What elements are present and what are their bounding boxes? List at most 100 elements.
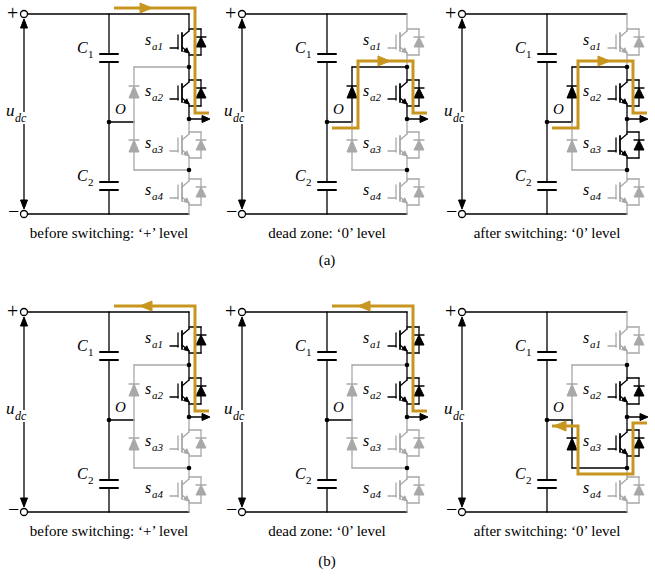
wire bbox=[189, 204, 201, 205]
wire bbox=[620, 150, 627, 156]
wire bbox=[399, 481, 401, 499]
wire bbox=[189, 502, 201, 503]
diode-symbol bbox=[634, 88, 644, 98]
wire bbox=[28, 13, 190, 14]
wire bbox=[608, 345, 616, 346]
wire bbox=[407, 502, 419, 503]
voltage-subscript: dc bbox=[233, 410, 244, 422]
switch-subscript: a1 bbox=[370, 339, 381, 350]
wire bbox=[177, 138, 178, 152]
wire bbox=[571, 420, 572, 438]
wire bbox=[627, 157, 639, 158]
wire bbox=[608, 495, 616, 496]
wire bbox=[200, 150, 201, 158]
wire bbox=[400, 432, 407, 438]
wire bbox=[418, 396, 419, 404]
wire bbox=[414, 437, 424, 438]
wire bbox=[351, 365, 352, 384]
wire bbox=[318, 53, 336, 55]
wire bbox=[620, 329, 627, 335]
switch-name: s bbox=[363, 381, 369, 397]
igbt-symbol bbox=[388, 170, 424, 214]
wire bbox=[627, 502, 639, 503]
wire bbox=[246, 311, 408, 312]
current-path bbox=[332, 306, 427, 411]
igbt-symbol bbox=[170, 14, 206, 67]
wire bbox=[181, 33, 183, 51]
terminal bbox=[239, 211, 246, 218]
wire bbox=[246, 511, 408, 512]
wire bbox=[318, 351, 336, 353]
igbt-symbol bbox=[170, 67, 206, 119]
igbt-symbol bbox=[608, 365, 644, 417]
junction-dot bbox=[405, 65, 410, 70]
igbt-symbol bbox=[170, 170, 206, 214]
emitter-arrow bbox=[184, 449, 189, 454]
diode-symbol bbox=[196, 386, 206, 396]
wire bbox=[200, 29, 201, 37]
arrow-head bbox=[21, 317, 28, 326]
wire bbox=[352, 364, 407, 365]
wire bbox=[466, 213, 628, 214]
switch-subscript: a1 bbox=[590, 41, 601, 52]
state-caption: before switching: ‘+’ level bbox=[30, 226, 189, 241]
wire bbox=[407, 455, 419, 456]
current-arrow bbox=[140, 301, 152, 311]
wire bbox=[109, 419, 134, 420]
wire bbox=[546, 488, 547, 512]
arrow-head bbox=[420, 116, 428, 123]
wire bbox=[326, 312, 327, 352]
diode-symbol bbox=[129, 140, 139, 152]
wire bbox=[399, 382, 401, 400]
switch-name: s bbox=[363, 433, 369, 449]
wire bbox=[619, 481, 621, 499]
wire bbox=[399, 136, 401, 154]
capacitor-subscript: 1 bbox=[88, 347, 94, 358]
switch-name: s bbox=[583, 182, 589, 198]
switch-name: s bbox=[145, 135, 151, 151]
switch-subscript: a1 bbox=[152, 41, 163, 52]
diode-symbol bbox=[347, 384, 357, 396]
wire bbox=[108, 190, 109, 214]
emitter-arrow bbox=[402, 449, 407, 454]
switch-name: s bbox=[583, 433, 589, 449]
wire bbox=[414, 385, 424, 386]
igbt-symbol bbox=[388, 119, 424, 170]
diode-symbol bbox=[567, 438, 577, 450]
figure-label: (a) bbox=[319, 253, 336, 268]
wire bbox=[620, 479, 627, 485]
wire bbox=[571, 450, 572, 468]
diode-symbol bbox=[567, 384, 577, 396]
wire bbox=[200, 47, 201, 55]
wire bbox=[627, 178, 639, 179]
capacitor-name: C bbox=[515, 168, 526, 184]
wire bbox=[615, 185, 616, 199]
current-path bbox=[332, 61, 427, 128]
igbt-symbol bbox=[170, 119, 206, 170]
wire bbox=[182, 150, 189, 156]
igbt-symbol bbox=[608, 67, 644, 119]
terminal bbox=[239, 11, 246, 18]
wire bbox=[395, 185, 396, 199]
capacitor-subscript: 2 bbox=[526, 177, 532, 188]
figure-label: (b) bbox=[318, 554, 336, 569]
wire bbox=[182, 432, 189, 438]
capacitor-name: C bbox=[295, 40, 306, 56]
igbt-symbol bbox=[388, 312, 424, 365]
wire bbox=[399, 434, 401, 452]
diode-symbol bbox=[196, 37, 206, 47]
wire bbox=[620, 134, 627, 140]
wire bbox=[627, 377, 639, 378]
wire bbox=[546, 312, 547, 352]
wire bbox=[638, 132, 639, 140]
wire bbox=[352, 169, 407, 170]
switch-subscript: a2 bbox=[152, 92, 163, 103]
emitter-arrow bbox=[622, 198, 627, 203]
switch-subscript: a1 bbox=[152, 339, 163, 350]
wire bbox=[189, 178, 201, 179]
emitter-arrow bbox=[622, 496, 627, 501]
wire bbox=[608, 150, 616, 151]
wire bbox=[134, 467, 189, 468]
wire bbox=[182, 197, 189, 203]
wire bbox=[619, 382, 621, 400]
